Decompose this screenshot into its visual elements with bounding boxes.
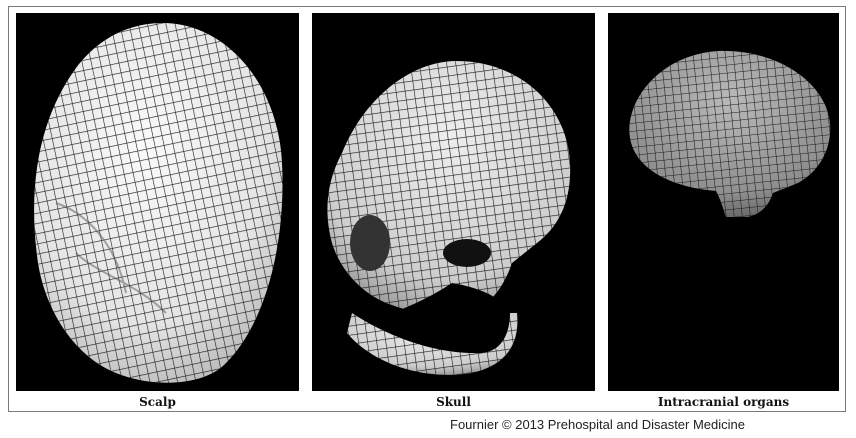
intracranial-organs-mesh-illustration bbox=[608, 13, 839, 391]
intracranial-organs-caption: Intracranial organs bbox=[608, 391, 839, 413]
skull-mesh-illustration bbox=[312, 13, 595, 391]
scalp-model-panel bbox=[16, 13, 299, 391]
scalp-caption: Scalp bbox=[16, 391, 299, 413]
skull-caption: Skull bbox=[312, 391, 595, 413]
copyright-credit: Fournier © 2013 Prehospital and Disaster… bbox=[450, 417, 856, 432]
figure-frame: Scalp Skull Intracranial organs bbox=[8, 6, 846, 412]
scalp-mesh-illustration bbox=[16, 13, 299, 391]
intracranial-organs-model-panel bbox=[608, 13, 839, 391]
skull-model-panel bbox=[312, 13, 595, 391]
